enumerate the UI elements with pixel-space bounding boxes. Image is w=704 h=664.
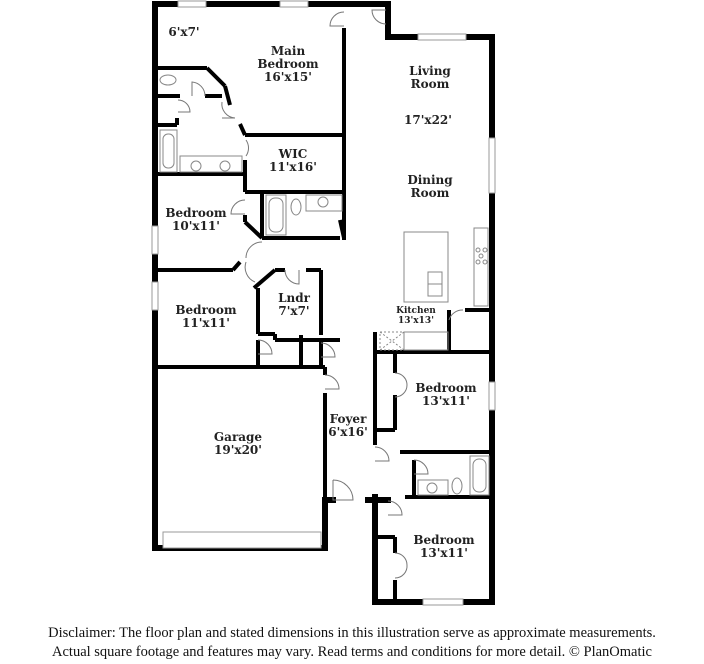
doors (177, 9, 464, 579)
room-name: Garage (213, 430, 263, 444)
room-name: Bedroom (257, 57, 319, 71)
room-label-kitchen: Kitchen 13'x13' (396, 306, 436, 326)
room-dims: 11'x16' (269, 160, 317, 174)
room-label-living-dims: 17'x22' (404, 114, 452, 127)
room-name: Living (409, 64, 451, 78)
room-label-garage: Garage 19'x20' (214, 431, 262, 457)
room-dims: 11'x11' (182, 316, 230, 330)
room-name: Main (270, 44, 306, 58)
room-name: Kitchen (396, 306, 436, 316)
room-dims: 6'x7' (168, 25, 200, 39)
room-name: Bedroom (415, 381, 477, 395)
room-dims: 17'x22' (404, 113, 452, 127)
room-label-bedroom-3: Bedroom 11'x11' (175, 304, 236, 330)
room-name: WIC (278, 147, 308, 161)
fixtures (159, 74, 490, 496)
room-dims: 19'x20' (214, 443, 262, 457)
room-name: Foyer (329, 412, 367, 426)
room-name: Bedroom (175, 303, 237, 317)
room-dims: 13'x13' (398, 316, 434, 326)
room-name: Room (410, 77, 450, 91)
interior-walls (155, 28, 492, 602)
disclaimer: Disclaimer: The floor plan and stated di… (0, 624, 704, 662)
room-name: Lndr (278, 291, 310, 305)
windows (151, 0, 496, 606)
disclaimer-line-1: Disclaimer: The floor plan and stated di… (48, 625, 656, 641)
room-dims: 7'x7' (278, 304, 310, 318)
room-label-dining-room: Dining Room (407, 174, 452, 200)
room-dims: 13'x11' (422, 394, 470, 408)
room-label-living-room: Living Room (409, 65, 451, 91)
disclaimer-line-2: Actual square footage and features may v… (52, 644, 652, 660)
room-name: Room (410, 186, 450, 200)
room-label-bedroom-5: Bedroom 13'x11' (413, 534, 474, 560)
room-name: Dining (407, 173, 453, 187)
room-label-closet: 6'x7' (168, 26, 199, 39)
room-label-main-bedroom: Main Bedroom 16'x15' (257, 45, 318, 84)
room-dims: 10'x11' (172, 219, 220, 233)
room-dims: 13'x11' (420, 546, 468, 560)
room-dims: 16'x15' (264, 70, 312, 84)
room-label-wic: WIC 11'x16' (269, 148, 317, 174)
room-label-foyer: Foyer 6'x16' (328, 413, 368, 439)
room-label-laundry: Lndr 7'x7' (278, 292, 310, 318)
room-label-bedroom-2: Bedroom 10'x11' (165, 207, 226, 233)
floor-plan (151, 0, 496, 606)
room-name: Bedroom (413, 533, 475, 547)
room-label-bedroom-4: Bedroom 13'x11' (415, 382, 476, 408)
room-dims: 6'x16' (328, 425, 368, 439)
room-name: Bedroom (165, 206, 227, 220)
